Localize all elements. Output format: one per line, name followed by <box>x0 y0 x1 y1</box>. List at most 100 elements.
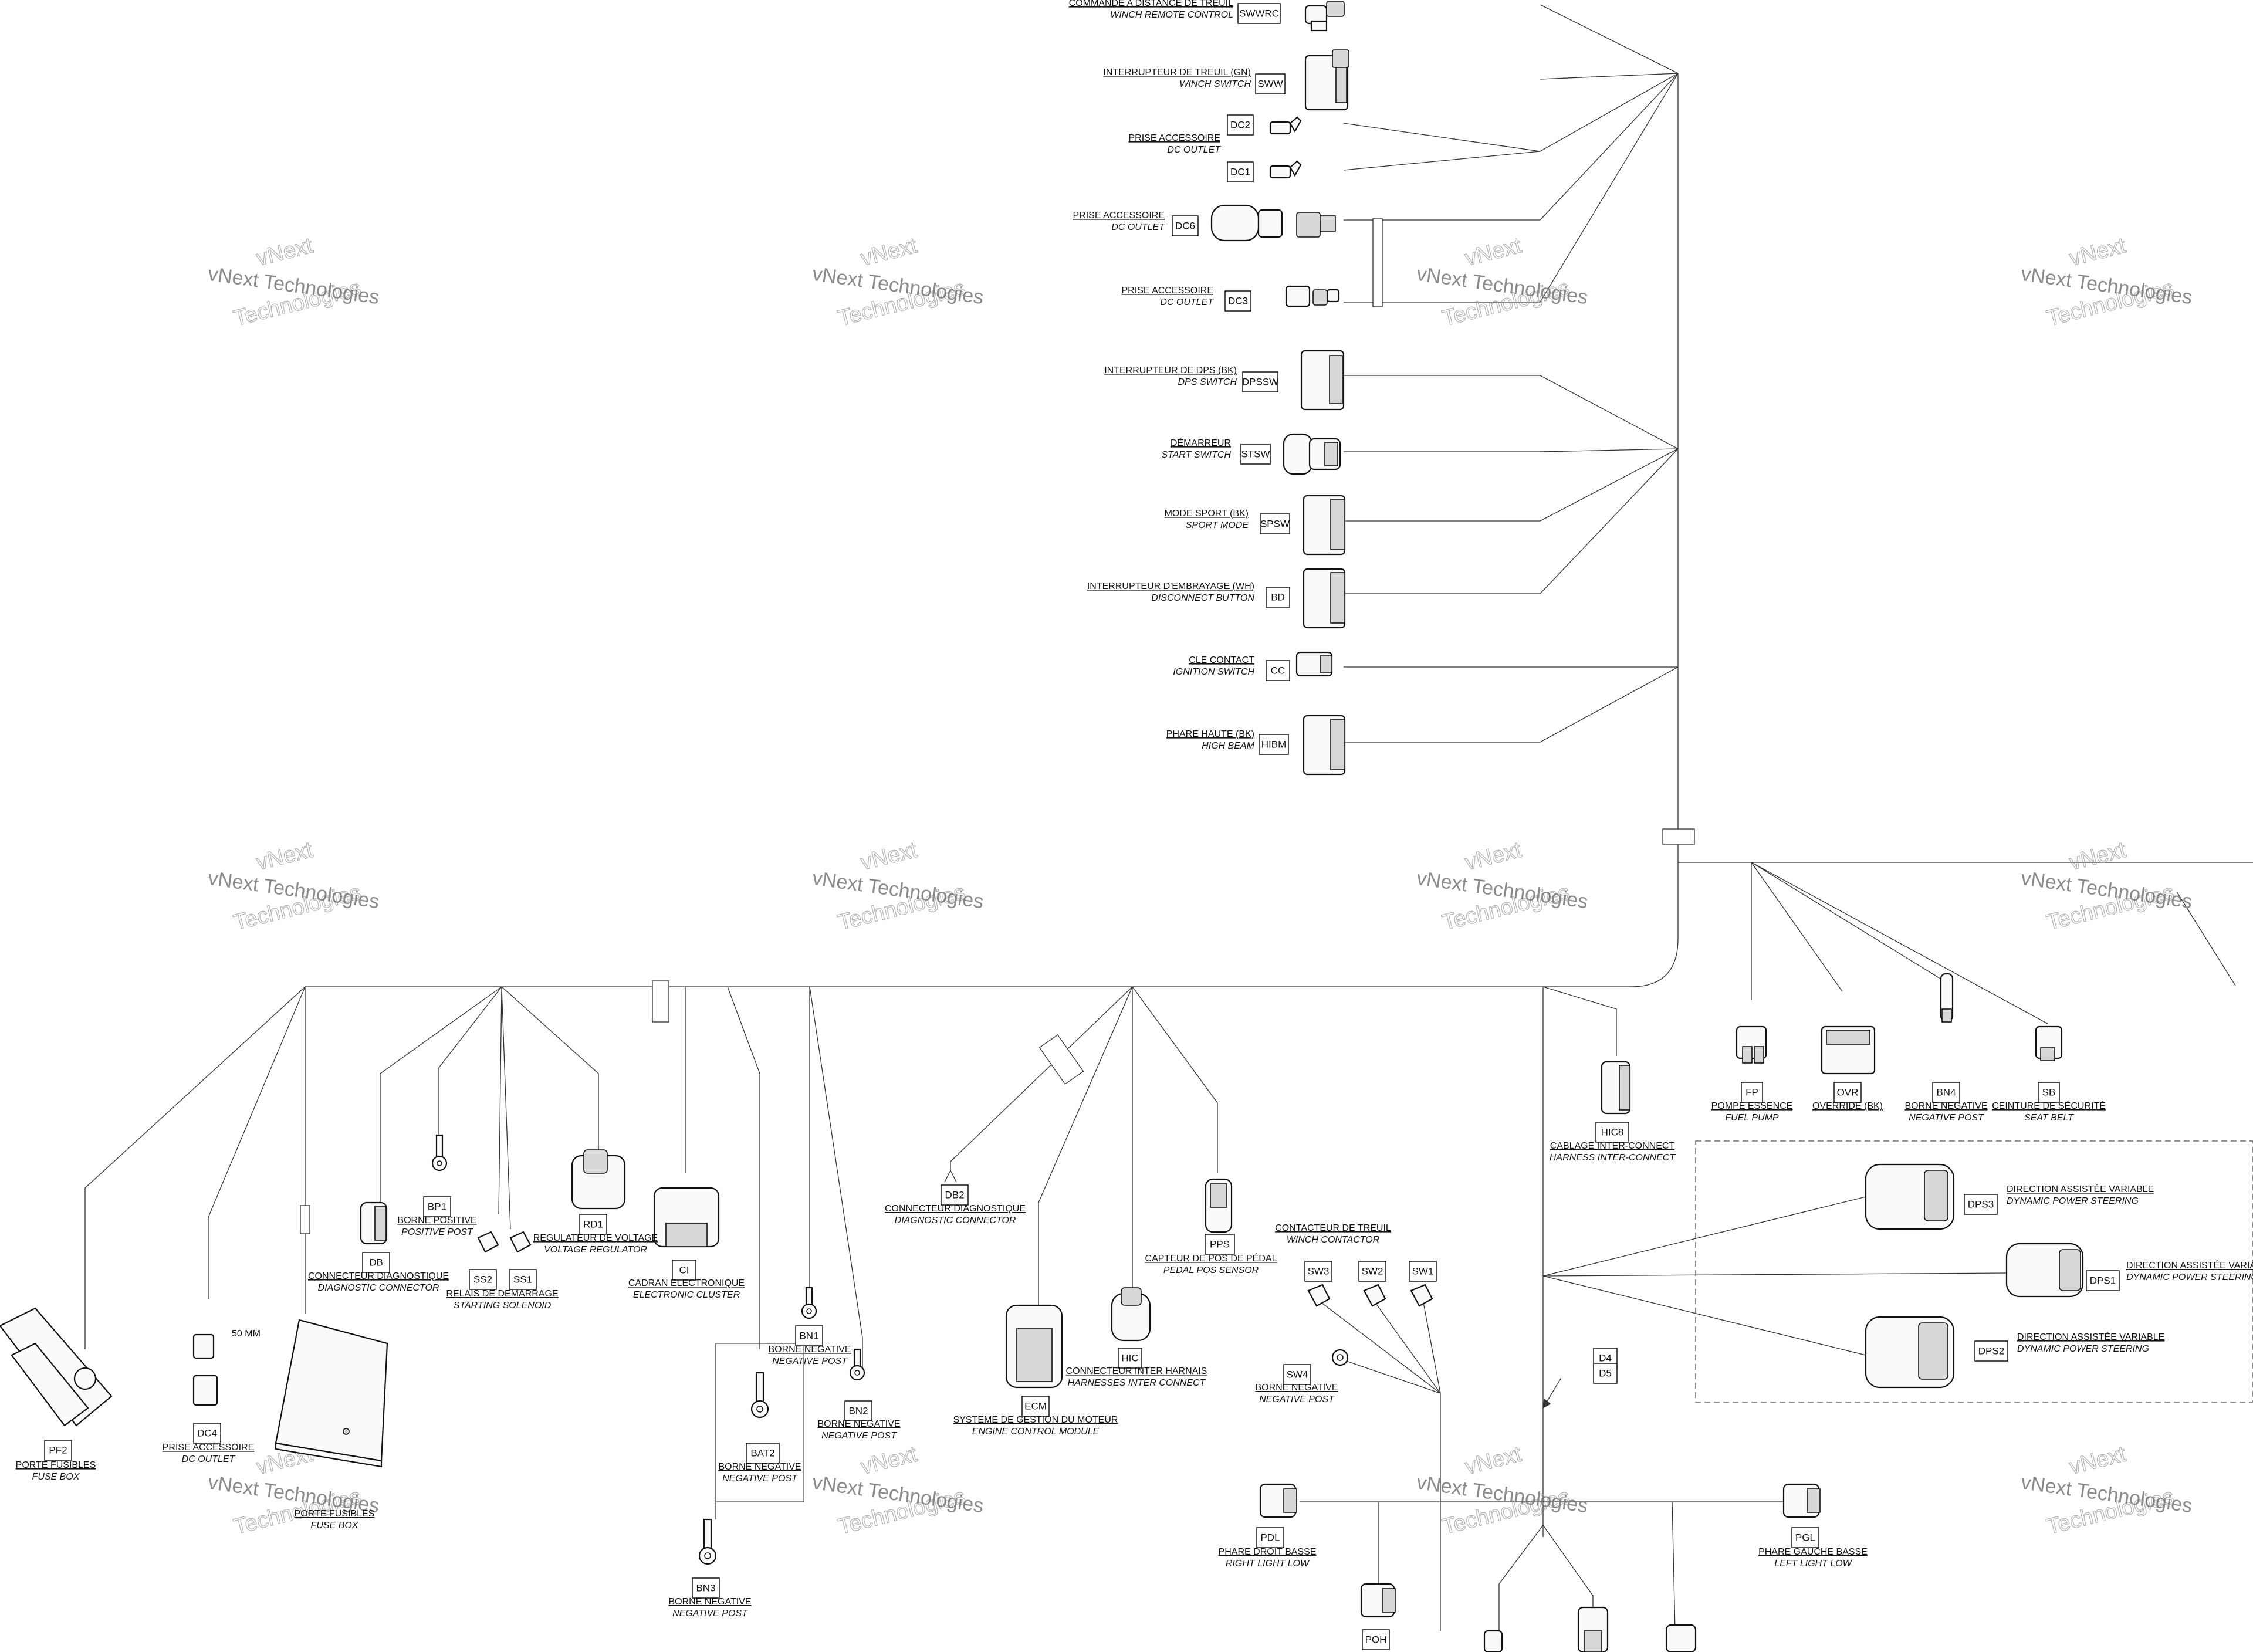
dc1-connector-icon[interactable] <box>1269 160 1302 179</box>
lower-connector-icon-3[interactable] <box>1665 1624 1697 1652</box>
pf2-fuse-box-icon[interactable] <box>0 1307 113 1427</box>
pf-fuse-box-icon[interactable] <box>275 1319 388 1468</box>
watermark-line1: vNext <box>1463 1442 1524 1480</box>
label-fr-sww: INTERRUPTEUR DE TREUIL (GN) <box>1103 67 1251 77</box>
cc-connector-icon[interactable] <box>1295 651 1333 677</box>
bd-connector-icon[interactable] <box>1303 568 1346 629</box>
note-50mm: 50 MM <box>232 1329 261 1339</box>
code-text-sb: SB <box>2042 1087 2056 1098</box>
label-en-sb: SEAT BELT <box>2024 1113 2074 1123</box>
code-box-bn3 <box>692 1577 720 1599</box>
code-box-ss1 <box>509 1269 537 1290</box>
label-fr-spsw: MODE SPORT (BK) <box>1165 509 1249 519</box>
ci-connector-icon[interactable] <box>653 1187 720 1248</box>
lower-connector-icon-1[interactable] <box>1483 1630 1503 1652</box>
label-fr-rd1: REGULATEUR DE VOLTAGE <box>533 1233 658 1243</box>
dps1-connector-icon[interactable] <box>2005 1243 2084 1298</box>
ecm-connector-icon[interactable] <box>1005 1304 1063 1389</box>
rd1-connector-icon[interactable] <box>571 1149 626 1210</box>
code-text-sww: SWW <box>1257 79 1283 90</box>
code-box-sw4 <box>1283 1364 1311 1385</box>
bn3-ring-terminal-icon[interactable] <box>698 1518 717 1565</box>
code-text-hic8: HIC8 <box>1601 1127 1624 1138</box>
label-fr-bd: INTERRUPTEUR D'EMBRAYAGE (WH) <box>1087 581 1254 591</box>
code-box-dc2 <box>1227 114 1254 136</box>
bn1-ring-terminal-icon[interactable] <box>801 1287 817 1319</box>
code-box-sww <box>1255 73 1286 94</box>
code-text-pf2: PF2 <box>49 1445 67 1456</box>
dc4-connector-icon[interactable] <box>192 1333 218 1406</box>
code-text-bn1: BN1 <box>799 1331 818 1342</box>
pgl-connector-icon[interactable] <box>1782 1483 1821 1518</box>
dc6-connector-icon[interactable] <box>1210 204 1336 242</box>
lower-connector-icon-2[interactable] <box>1577 1606 1609 1652</box>
label-en-bat2: NEGATIVE POST <box>722 1474 798 1484</box>
watermark-line1: vNext <box>2067 1442 2129 1480</box>
sb-connector-icon[interactable] <box>2035 1025 2063 1061</box>
sw3-terminal-icon[interactable] <box>1307 1284 1331 1307</box>
hic8-connector-icon[interactable] <box>1601 1061 1631 1115</box>
connector-label-d5: D5 <box>1593 1363 1618 1384</box>
label-fr-ecm: SYSTEME DE GESTION DU MOTEUR <box>953 1415 1118 1425</box>
db-connector-icon[interactable] <box>360 1201 388 1245</box>
dc2-connector-icon[interactable] <box>1269 116 1302 135</box>
sw2-terminal-icon[interactable] <box>1363 1284 1386 1307</box>
code-text-pps: PPS <box>1210 1239 1230 1250</box>
label-en-bn3: NEGATIVE POST <box>672 1609 748 1619</box>
ovr-connector-icon[interactable] <box>1821 1025 1876 1075</box>
pdl-connector-icon[interactable] <box>1259 1483 1297 1518</box>
label-en-stsw: START SWITCH <box>1161 450 1231 460</box>
code-box-pf2 <box>44 1440 72 1461</box>
code-box-dc3 <box>1224 290 1251 312</box>
harness-wires <box>84 4 2253 1631</box>
code-text-dc1: DC1 <box>1230 167 1250 178</box>
bp1-ring-terminal-icon[interactable] <box>431 1134 448 1172</box>
ss2-terminal-icon[interactable] <box>477 1231 499 1253</box>
code-text-bd: BD <box>1271 592 1285 603</box>
stsw-connector-icon[interactable] <box>1283 433 1341 475</box>
bn2-ring-terminal-icon[interactable] <box>849 1348 865 1381</box>
label-fr-db2: CONNECTEUR DIAGNOSTIQUE <box>885 1204 1026 1214</box>
sww-connector-icon[interactable] <box>1304 49 1349 111</box>
label-en-bn2: NEGATIVE POST <box>821 1431 897 1441</box>
code-text-bn2: BN2 <box>848 1406 868 1417</box>
bn4-terminal-icon[interactable] <box>1940 973 1954 1023</box>
code-box-bat2 <box>746 1443 780 1464</box>
swwrc-connector-icon[interactable] <box>1304 1 1345 32</box>
label-fr-dps2: DIRECTION ASSISTÉE VARIABLE <box>2017 1331 2164 1342</box>
label-fr-dps3: DIRECTION ASSISTÉE VARIABLE <box>2007 1183 2154 1194</box>
dps2-connector-icon[interactable] <box>1865 1316 1955 1389</box>
label-fr-bp1: BORNE POSITIVE <box>397 1216 476 1226</box>
label-en-db2: DIAGNOSTIC CONNECTOR <box>895 1216 1016 1226</box>
hibm-connector-icon[interactable] <box>1303 715 1346 776</box>
dps3-connector-icon[interactable] <box>1865 1163 1955 1230</box>
ss1-terminal-icon[interactable] <box>509 1231 532 1253</box>
code-text-rd1: RD1 <box>583 1219 603 1230</box>
sw4-ring-terminal-icon[interactable] <box>1331 1349 1349 1366</box>
dpssw-connector-icon[interactable] <box>1300 350 1345 411</box>
code-text-dpssw: DPSSW <box>1242 377 1278 388</box>
label-en-hic: HARNESSES INTER CONNECT <box>1068 1378 1206 1388</box>
hic-connector-icon[interactable] <box>1111 1287 1151 1342</box>
dc3-connector-icon[interactable] <box>1285 285 1340 307</box>
code-box-ss2 <box>469 1269 497 1290</box>
code-box-swwrc <box>1237 3 1281 24</box>
sw1-terminal-icon[interactable] <box>1410 1284 1433 1307</box>
code-box-bn4 <box>1932 1082 1960 1103</box>
pps-connector-icon[interactable] <box>1205 1178 1233 1233</box>
fp-connector-icon[interactable] <box>1736 1025 1767 1064</box>
code-box-stsw <box>1240 444 1271 465</box>
bat2-ring-terminal-icon[interactable] <box>750 1372 769 1419</box>
label-en-rd1: VOLTAGE REGULATOR <box>544 1245 647 1255</box>
poh-connector-icon[interactable] <box>1360 1583 1396 1618</box>
spsw-connector-icon[interactable] <box>1303 495 1346 556</box>
code-box-hic8 <box>1595 1122 1629 1143</box>
